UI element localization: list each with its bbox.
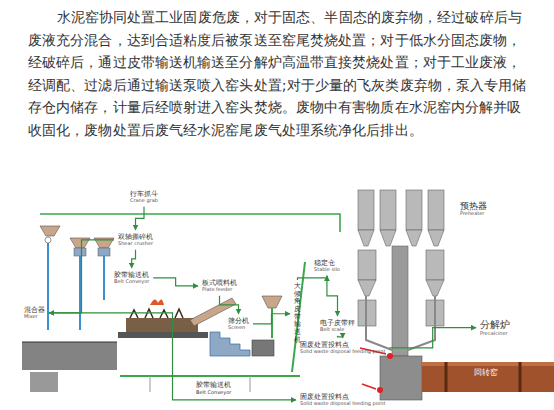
node-subtext: Precalciner	[480, 331, 510, 337]
node-subtext: Belt Conveyor	[114, 279, 149, 285]
node-text: 电子皮带秤	[320, 319, 355, 327]
equipment-label: Belt Conveyor	[196, 389, 231, 395]
node-subtext: Mixer	[24, 314, 45, 320]
equipment-label: 胶带输送机Belt Conveyor	[112, 270, 151, 286]
conveyor-connector	[136, 207, 144, 230]
conveyor-connector	[338, 336, 343, 338]
feed-point-label: 固废处置投料点Solid waste disposal feeding poin…	[298, 340, 387, 356]
node-subtext: Belt scale	[320, 327, 355, 333]
conveyor-connector	[49, 240, 114, 313]
equipment-label: 电子皮带秤Belt scale	[318, 318, 357, 334]
node-text: 双轴撕碎机	[118, 233, 153, 241]
conveyor-connector	[220, 296, 239, 314]
node-text: 行车抓斗	[130, 190, 158, 198]
node-text: 稳定仓	[314, 259, 340, 267]
conveyor-connector	[298, 276, 327, 280]
node-text: 筛分机	[228, 317, 249, 325]
node-subtext: Crane grab	[130, 198, 158, 204]
node-subtext: Solid waste disposal feeding point	[300, 401, 385, 407]
conveyor-connector	[132, 250, 136, 268]
node-text: 固废处置投料点	[300, 393, 385, 401]
node-subtext: Screen	[228, 325, 249, 331]
node-subtext: Solid waste disposal feeding point	[300, 349, 385, 355]
node-subtext: Plate feeder	[202, 287, 237, 293]
node-text: 胶带输送机	[114, 271, 149, 279]
conveyor-connector	[49, 313, 296, 400]
conveyor-connector	[253, 314, 290, 324]
conveyor-connector	[389, 328, 476, 348]
equipment-label: 预热器Preheater	[458, 200, 489, 218]
node-text: 混合器	[24, 306, 45, 314]
equipment-label: 大倾角皮带输送机	[292, 282, 303, 346]
conveyor-connector	[327, 276, 338, 316]
description-paragraph: 水泥窑协同处置工业固废危废，对于固态、半固态的废弃物，经过破碎后与废液充分混合，…	[28, 6, 528, 142]
node-subtext: Preheater	[460, 211, 487, 217]
equipment-label: 分解炉Precalciner	[478, 318, 512, 337]
node-text: 板式喂料机	[202, 279, 237, 287]
equipment-label: 双轴撕碎机Shear crusher	[116, 232, 155, 248]
equipment-label: 胶带输送机	[196, 380, 231, 390]
equipment-label: 板式喂料机Plate feeder	[200, 278, 239, 294]
kiln-label: 回转窑	[474, 367, 498, 378]
node-subtext: Stable silo	[314, 267, 340, 273]
node-text: 分解炉	[480, 319, 510, 331]
equipment-label: 筛分机Screen	[226, 316, 251, 332]
node-text: 固废处置投料点	[300, 341, 385, 349]
node-subtext: Shear crusher	[118, 241, 153, 247]
equipment-label: 混合器Mixer	[22, 305, 47, 321]
conveyor-connector	[153, 278, 198, 286]
node-text: 大倾角皮带输送机	[294, 283, 301, 345]
node-text: 预热器	[460, 201, 487, 211]
equipment-label: 行车抓斗Crane grab	[128, 189, 160, 205]
equipment-label: 稳定仓Stable silo	[312, 258, 342, 274]
feed-point-label: 固废处置投料点Solid waste disposal feeding poin…	[298, 392, 387, 408]
